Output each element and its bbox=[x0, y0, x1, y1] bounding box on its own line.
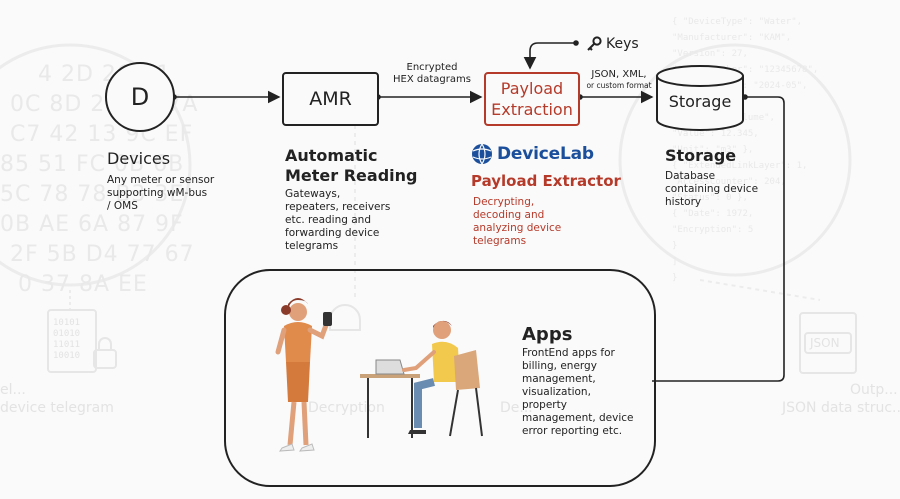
devices-node: D bbox=[105, 62, 175, 132]
devices-letter: D bbox=[130, 83, 150, 111]
man-at-laptop-figure bbox=[402, 320, 483, 437]
connector-storage-to-apps bbox=[652, 94, 785, 382]
arrow-keys-to-payload bbox=[523, 40, 579, 70]
storage-cylinder-icon bbox=[656, 65, 744, 131]
apps-panel bbox=[224, 269, 656, 487]
payload-description: Decrypting,decoding and analyzing device… bbox=[473, 196, 562, 247]
lock-icon bbox=[93, 349, 117, 369]
woman-with-phone-figure bbox=[275, 298, 332, 452]
json-bg-circle bbox=[618, 43, 852, 277]
json-doc-icon bbox=[799, 312, 857, 374]
payload-extraction-node: Payload Extraction bbox=[484, 72, 580, 126]
arrow-amr-to-payload bbox=[375, 90, 483, 104]
apps-title: Apps bbox=[522, 324, 573, 345]
people-illustration bbox=[275, 298, 483, 452]
amr-node: AMR bbox=[282, 72, 379, 126]
key-icon bbox=[587, 36, 602, 51]
devicelab-logo: DeviceLab bbox=[471, 143, 594, 165]
globe-icon bbox=[472, 143, 492, 165]
brand-name: DeviceLab bbox=[497, 144, 594, 164]
bg-caption: JSON data struc... bbox=[782, 400, 900, 416]
amr-box-label: AMR bbox=[309, 88, 352, 110]
devices-title: Devices bbox=[107, 149, 171, 168]
storage-cylinder-label: Storage bbox=[668, 92, 732, 111]
arrow-devices-to-amr bbox=[171, 90, 281, 104]
binary-doc-icon bbox=[47, 309, 97, 373]
arrow-payload-to-storage bbox=[577, 90, 654, 104]
payload-box-label: Payload bbox=[500, 79, 564, 98]
json-badge: JSON bbox=[810, 336, 840, 350]
payload-box-label: Extraction bbox=[491, 100, 573, 119]
hex-bg-circle bbox=[0, 43, 192, 287]
desk-with-laptop bbox=[360, 359, 420, 438]
json-xml-label: JSON, XML, bbox=[591, 69, 647, 80]
bg-caption: Outp... bbox=[850, 382, 898, 398]
bg-caption: el... bbox=[0, 382, 26, 398]
bg-caption: Decryption bbox=[308, 400, 385, 416]
payload-title: Payload Extractor bbox=[471, 172, 621, 190]
storage-title: Storage bbox=[665, 146, 737, 165]
keys-label: Keys bbox=[606, 36, 639, 52]
bg-caption: device telegram bbox=[0, 400, 114, 416]
bg-caption: De... bbox=[500, 400, 533, 416]
custom-format-label: or custom format bbox=[586, 81, 652, 90]
